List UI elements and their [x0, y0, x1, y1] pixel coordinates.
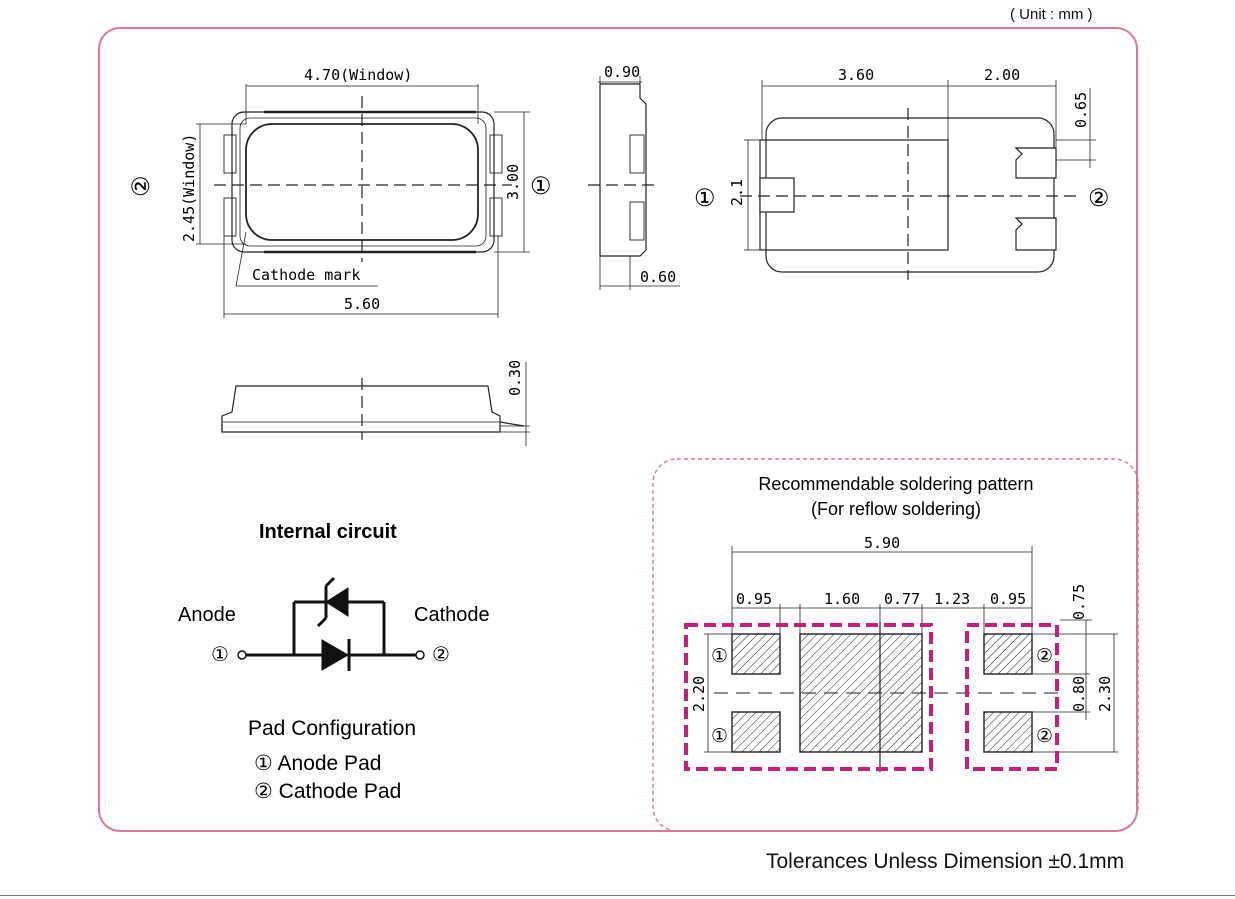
soldering-pin2-lower: ②: [1036, 726, 1053, 747]
side-bottom-dim: 0.60: [640, 268, 676, 286]
top-lead-left-lower: [223, 197, 237, 237]
pad-config-title: Pad Configuration: [248, 717, 416, 740]
bottom-dim-b: 2.00: [984, 66, 1020, 84]
front-lead-thickness: 0.30: [506, 360, 524, 396]
soldering-subtitle: (For reflow soldering): [811, 499, 981, 519]
soldering-dim-075: 0.75: [1070, 584, 1088, 620]
anode-label: Anode: [178, 604, 236, 626]
top-lead-right-upper: [489, 134, 503, 174]
circuit-pin1-label: ①: [211, 644, 229, 666]
soldering-seg-2: 1.60: [824, 590, 860, 608]
solder-pad-2-upper: [983, 633, 1033, 675]
side-body: [599, 83, 647, 257]
bottom-rule: [0, 895, 1235, 896]
top-lead-right-lower: [489, 197, 503, 237]
side-view: [588, 76, 680, 290]
soldering-seg-4: 1.23: [934, 590, 970, 608]
front-view: [221, 362, 530, 446]
bottom-body: [765, 117, 1055, 273]
internal-circuit-title: Internal circuit: [259, 521, 397, 543]
solder-pad-2-lower: [983, 711, 1033, 753]
soldering-pin1-lower: ①: [711, 726, 728, 747]
soldering-seg-5: 0.95: [990, 590, 1026, 608]
solder-pad-1-lower: [731, 711, 781, 753]
solder-pad-1-upper: [731, 633, 781, 675]
soldering-pin1-upper: ①: [711, 646, 728, 667]
top-pin1-label: ①: [530, 173, 552, 200]
cathode-mark-label: Cathode mark: [252, 266, 360, 284]
zener-diode-symbol: [325, 587, 349, 617]
soldering-dim-220: 2.20: [690, 676, 708, 712]
top-window-height-label: 2.45(Window): [180, 134, 198, 242]
cathode-label: Cathode: [414, 604, 490, 626]
pad-group-right-outline: [965, 623, 1059, 771]
top-body-outline: [231, 111, 495, 253]
side-top-dim: 0.90: [604, 63, 640, 81]
pad-config-anode: ① Anode Pad: [254, 752, 381, 775]
top-body-inner: [239, 117, 487, 247]
bottom-pin1-label: ①: [694, 185, 716, 212]
bottom-pin2-label: ②: [1088, 185, 1110, 212]
pad-group-left-outline: [684, 623, 933, 771]
soldering-dim-230: 2.30: [1096, 676, 1114, 712]
pad-config-cathode: ② Cathode Pad: [254, 780, 401, 803]
bottom-dim-a: 3.60: [838, 66, 874, 84]
bottom-notch: [759, 177, 795, 213]
soldering-seg-1: 0.95: [736, 590, 772, 608]
circuit-pin2-label: ②: [432, 644, 450, 666]
top-window-width-label: 4.70(Window): [304, 66, 412, 84]
soldering-title: Recommendable soldering pattern: [758, 474, 1033, 494]
soldering-drawing: [704, 546, 1118, 772]
soldering-dim-080: 0.80: [1070, 676, 1088, 712]
top-body-height-label: 3.00: [504, 164, 522, 200]
top-pin2-label: ②: [128, 175, 155, 197]
tolerance-note: Tolerances Unless Dimension ±0.1mm: [766, 850, 1125, 873]
bottom-pad-lower: [1014, 217, 1057, 251]
unit-label: ( Unit : mm ): [1010, 6, 1093, 23]
soldering-overall-width: 5.90: [864, 534, 900, 552]
top-lead-left-upper: [223, 134, 237, 174]
drawing-frame: [98, 27, 1138, 832]
front-body: [221, 385, 501, 433]
led-diode-symbol: [321, 639, 350, 671]
soldering-panel: [652, 458, 1139, 832]
soldering-seg-3: 0.77: [884, 590, 920, 608]
circuit-schematic: [237, 576, 425, 671]
cathode-terminal: [415, 650, 425, 660]
soldering-pin2-upper: ②: [1036, 646, 1053, 667]
bottom-dim-c: 0.65: [1072, 92, 1090, 128]
bottom-pad-upper: [1014, 147, 1057, 179]
bottom-view: [740, 80, 1096, 280]
bottom-dim-d: 2.1: [728, 179, 746, 206]
top-body-width-label: 5.60: [344, 295, 380, 313]
anode-terminal: [237, 650, 247, 660]
top-view: [196, 84, 530, 318]
